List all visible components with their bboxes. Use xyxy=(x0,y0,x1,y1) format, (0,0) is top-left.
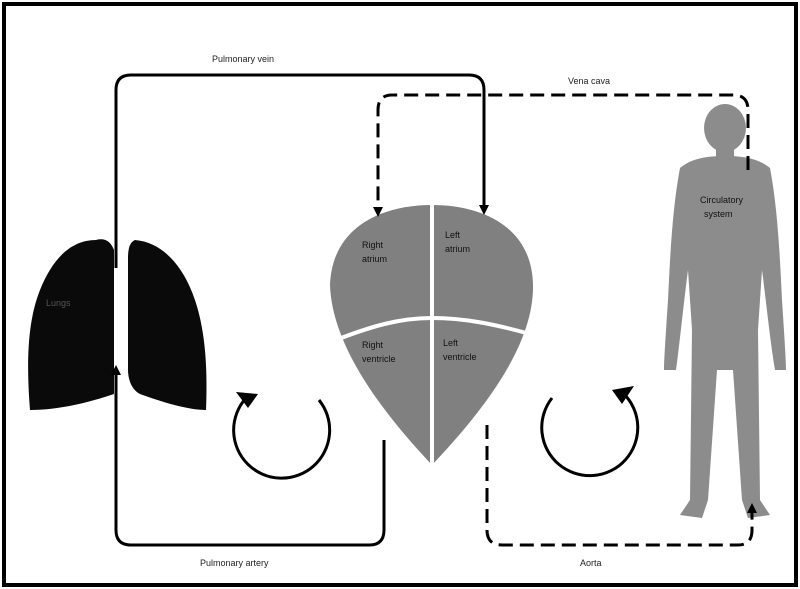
heart-icon xyxy=(330,205,533,465)
right-ventricle-label-line2: ventricle xyxy=(362,354,396,364)
left-atrium-label-line1: Left xyxy=(445,230,461,240)
pulmonary-artery-label: Pulmonary artery xyxy=(200,558,269,568)
aorta-label: Aorta xyxy=(580,558,602,568)
lungs-label: Lungs xyxy=(46,298,71,308)
left-atrium-label-line2: atrium xyxy=(445,244,470,254)
right-ventricle-label-line1: Right xyxy=(362,340,384,350)
aorta-arrow xyxy=(487,425,752,545)
left-ventricle-label-line1: Left xyxy=(443,338,459,348)
pulmonary-loop-icon xyxy=(234,392,330,478)
circulatory-system-label-line2: system xyxy=(704,209,733,219)
systemic-loop-icon xyxy=(542,386,638,476)
circulatory-system-label-line1: Circulatory xyxy=(700,195,744,205)
right-atrium-label-line2: atrium xyxy=(362,254,387,264)
right-atrium-label-line1: Right xyxy=(362,240,384,250)
human-body-icon xyxy=(664,104,786,518)
left-ventricle-label-line2: ventricle xyxy=(443,352,477,362)
vena-cava-label: Vena cava xyxy=(568,76,610,86)
pulmonary-vein-label: Pulmonary vein xyxy=(212,54,274,64)
